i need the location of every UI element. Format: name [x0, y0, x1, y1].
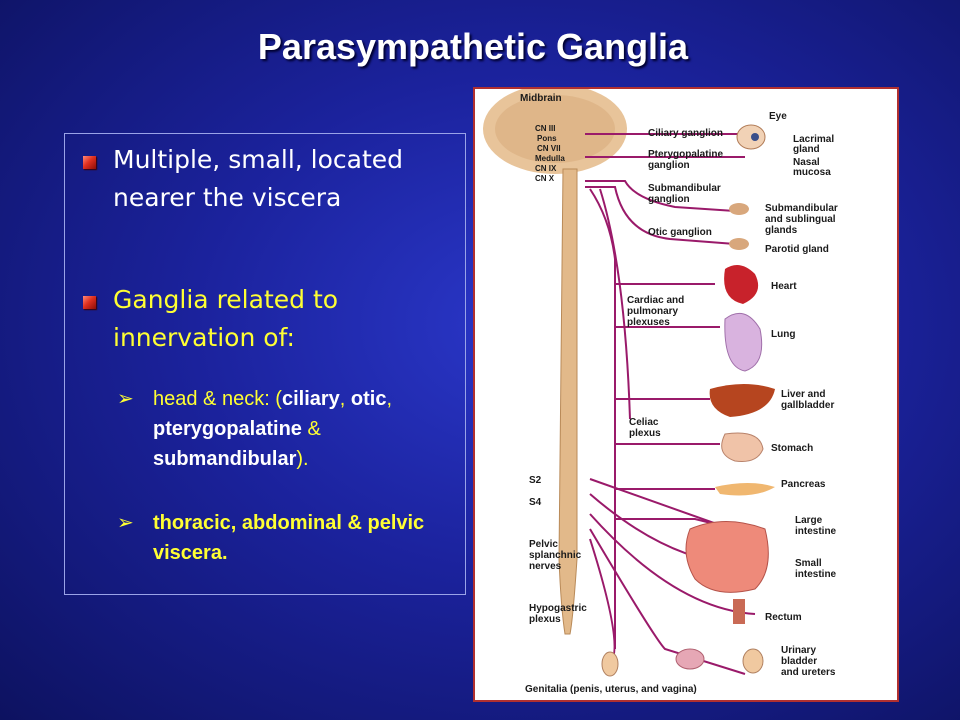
label-submandibular-glands-3: glands	[765, 225, 798, 236]
label-cn3: CN III	[535, 124, 555, 133]
label-pterygopalatine-2: ganglion	[648, 160, 690, 171]
label-submandibular-glands: Submandibular	[765, 203, 838, 214]
label-submandibular-ganglion-2: ganglion	[648, 194, 690, 205]
bladder-shape	[742, 648, 764, 674]
separator: &	[301, 418, 321, 440]
label-large-intestine-2: intestine	[795, 526, 837, 537]
label-nasal-2: mucosa	[793, 167, 831, 178]
brain-inner	[495, 95, 615, 163]
label-hypogastric-2: plexus	[529, 614, 561, 625]
bullet-multiple-small: Multiple, small, located nearer the visc…	[113, 145, 404, 212]
slide-title: Parasympathetic Ganglia	[257, 26, 689, 67]
liver-shape	[709, 384, 775, 417]
head-neck-tail: ).	[296, 448, 309, 470]
separator: ,	[339, 388, 351, 410]
term-pterygopalatine: pterygopalatine	[153, 418, 302, 440]
eye-iris	[751, 133, 759, 141]
stomach-shape	[721, 432, 764, 462]
label-small-intestine-2: intestine	[795, 569, 837, 580]
label-cardiac-3: plexuses	[627, 317, 670, 328]
label-lung: Lung	[771, 329, 795, 340]
label-cn9: CN IX	[535, 164, 557, 173]
label-nasal: Nasal	[793, 157, 820, 168]
bullet-ganglia-related: Ganglia related to innervation of:	[113, 285, 339, 352]
label-small-intestine: Small	[795, 558, 822, 569]
term-submandibular: submandibular	[153, 448, 297, 470]
head-neck-lead: head & neck: (	[153, 388, 282, 410]
sub-bullet-thoracic: thoracic, abdominal & pelvic viscera.	[153, 512, 425, 564]
label-lacrimal: Lacrimal	[793, 134, 834, 145]
label-hypogastric: Hypogastric	[529, 603, 587, 614]
label-pancreas: Pancreas	[781, 479, 826, 490]
label-lacrimal-2: gland	[793, 144, 820, 155]
label-eye: Eye	[769, 111, 787, 122]
label-heart: Heart	[771, 281, 797, 292]
square-bullet-icon	[83, 296, 96, 309]
sub-bullet-head-neck: head & neck: (ciliary, otic, pterygopala…	[153, 384, 453, 474]
label-pterygopalatine: Pterygopalatine	[648, 149, 723, 160]
intestine-shape	[685, 521, 769, 593]
label-urinary-2: bladder	[781, 656, 817, 667]
label-s2: S2	[529, 475, 542, 486]
label-cardiac: Cardiac and	[627, 295, 684, 306]
label-cn10: CN X	[535, 174, 555, 183]
label-pelvic-2: splanchnic	[529, 550, 582, 561]
label-pons: Pons	[537, 134, 557, 143]
lung-shape	[724, 312, 763, 372]
label-pelvic-3: nerves	[529, 561, 562, 572]
label-submandibular-ganglion: Submandibular	[648, 183, 721, 194]
parotid-gland-shape	[729, 238, 749, 250]
label-stomach: Stomach	[771, 443, 813, 454]
parasympathetic-diagram: Midbrain CN III Pons CN VII Medulla CN I…	[473, 87, 899, 702]
genitalia-shape	[601, 651, 619, 677]
label-liver-2: gallbladder	[781, 400, 834, 411]
label-cn7: CN VII	[537, 144, 561, 153]
label-large-intestine: Large	[795, 515, 823, 526]
diagram-svg: Midbrain CN III Pons CN VII Medulla CN I…	[483, 89, 838, 695]
spinal-cord	[558, 168, 578, 635]
label-celiac: Celiac	[629, 417, 659, 428]
label-genitalia: Genitalia (penis, uterus, and vagina)	[525, 684, 697, 695]
label-celiac-2: plexus	[629, 428, 661, 439]
label-parotid: Parotid gland	[765, 244, 829, 255]
term-ciliary: ciliary	[281, 388, 340, 410]
label-midbrain: Midbrain	[520, 93, 562, 104]
arrow-bullet-icon: ➢	[117, 388, 134, 410]
label-rectum: Rectum	[765, 612, 802, 623]
submandibular-gland-shape	[729, 203, 749, 215]
label-urinary-3: and ureters	[781, 667, 836, 678]
label-cardiac-2: pulmonary	[627, 306, 679, 317]
label-submandibular-glands-2: and sublingual	[765, 214, 836, 225]
rectum-shape	[733, 599, 745, 624]
square-bullet-icon	[83, 156, 96, 169]
pancreas-shape	[715, 483, 775, 496]
label-liver: Liver and	[781, 389, 825, 400]
label-otic-ganglion: Otic ganglion	[648, 227, 712, 238]
separator: ,	[386, 388, 393, 410]
label-urinary: Urinary	[781, 645, 816, 656]
label-s4: S4	[529, 497, 542, 508]
arrow-bullet-icon: ➢	[117, 512, 134, 534]
label-ciliary-ganglion: Ciliary ganglion	[648, 128, 723, 139]
uterus-shape	[675, 648, 705, 670]
heart-shape	[724, 265, 759, 304]
label-medulla: Medulla	[535, 154, 565, 163]
bullet-text-box: Multiple, small, located nearer the visc…	[64, 133, 466, 595]
term-otic: otic	[350, 388, 387, 410]
label-pelvic: Pelvic	[529, 539, 558, 550]
